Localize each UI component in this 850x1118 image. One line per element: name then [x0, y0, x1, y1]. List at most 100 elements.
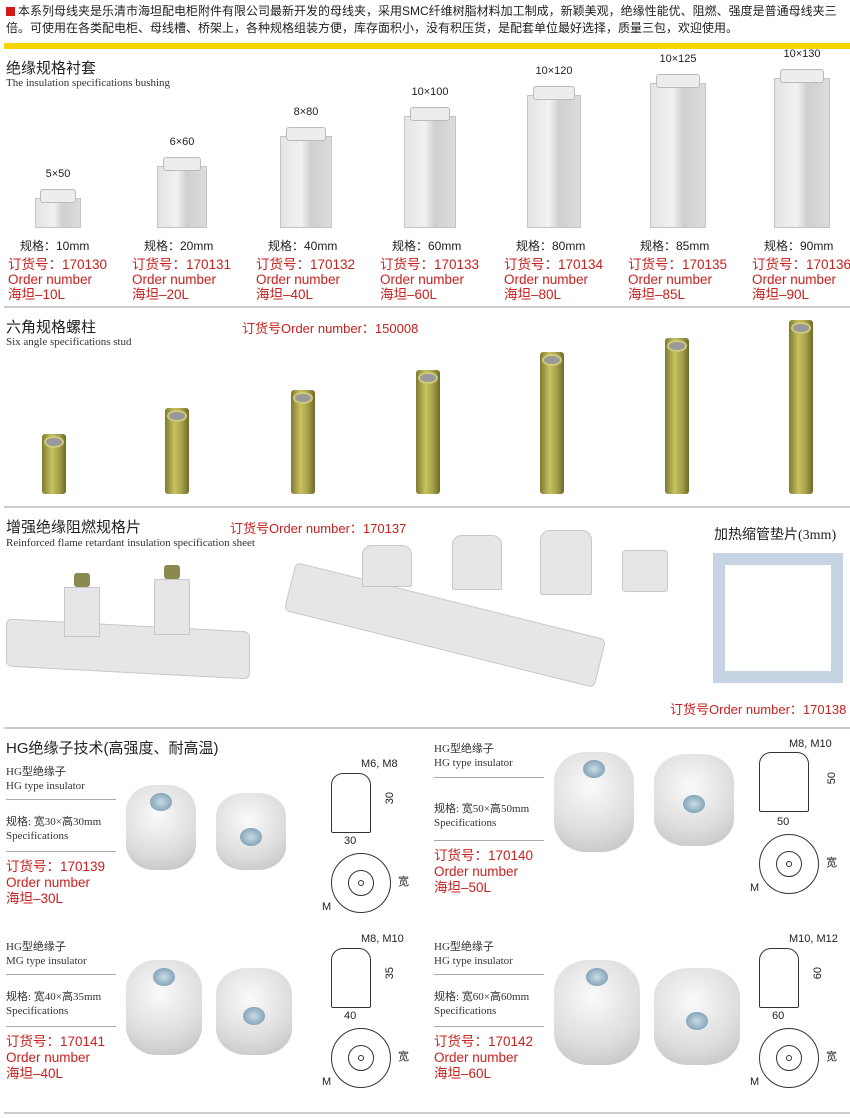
- width-dim: 60: [772, 1010, 785, 1022]
- insulator-photo-side: [654, 754, 734, 846]
- stud-image: [165, 408, 189, 494]
- bushing-order-number: 订货号：170133: [380, 257, 480, 272]
- stud-image: [42, 434, 66, 494]
- insulator-spec: 规格: 宽50×高50mm: [434, 803, 530, 815]
- bushing-spec: 规格：85mm: [640, 239, 710, 253]
- bushing-item: 规格：10mm 订货号：170130 Order number 海坦–10L: [8, 237, 126, 302]
- stud-image: [416, 370, 440, 494]
- insulator-order-number: 订货号：170142: [434, 1034, 534, 1049]
- bushing-item: 规格：90mm 订货号：170136 Order number 海坦–90L: [752, 237, 850, 302]
- insulator-order-number: 订货号：170140: [434, 848, 534, 863]
- bushing-size-label: 6×60: [169, 136, 195, 148]
- bushing-model: 海坦–10L: [8, 287, 66, 302]
- bushing-size-label: 8×80: [293, 106, 319, 118]
- sheet-assembly-image: [6, 565, 256, 705]
- wide-dim: 宽: [398, 876, 409, 888]
- bushing-image: [404, 107, 456, 228]
- divider: [4, 1112, 850, 1114]
- insulator-type-cn: HG型绝缘子: [434, 941, 494, 953]
- divider-bar: [4, 43, 850, 49]
- thread-m-label: M: [750, 1076, 760, 1088]
- insulator-photo-side: [216, 968, 292, 1055]
- thread-label: M8, M10: [789, 738, 832, 750]
- hg-insulator-card: HG型绝缘子 HG type insulator 规格: 宽60×高60mm S…: [434, 933, 849, 1105]
- bushing-order-label: Order number: [752, 272, 837, 287]
- insulator-spec-label: Specifications: [434, 1005, 497, 1017]
- insulator-photo: [126, 960, 202, 1055]
- insulator-order-number: 订货号：170141: [6, 1034, 106, 1049]
- bushing-model: 海坦–20L: [132, 287, 190, 302]
- bushing-spec: 规格：40mm: [268, 239, 338, 253]
- insulator-photo: [554, 960, 640, 1065]
- top-drawing: [759, 1028, 819, 1088]
- wide-dim: 宽: [826, 857, 837, 869]
- wide-dim: 宽: [826, 1051, 837, 1063]
- stud-image: [291, 390, 315, 494]
- bushing-size-label: 10×120: [535, 65, 573, 77]
- bushing-item: 规格：40mm 订货号：170132 Order number 海坦–40L: [256, 237, 374, 302]
- insulator-spec: 规格: 宽30×高30mm: [6, 816, 102, 828]
- side-drawing: [759, 752, 809, 812]
- bushing-model: 海坦–80L: [504, 287, 562, 302]
- thread-m-label: M: [322, 1076, 332, 1088]
- sheet-clip-image: [362, 545, 412, 587]
- insulator-photo-side: [216, 793, 286, 870]
- bushing-model: 海坦–90L: [752, 287, 810, 302]
- insulator-model: 海坦–50L: [434, 880, 492, 895]
- pad-title: 加热缩管垫片(3mm): [714, 528, 837, 543]
- stud-order-number: 订货号Order number：150008: [242, 321, 419, 336]
- stud-image: [789, 320, 813, 494]
- insulator-order-label: Order number: [6, 875, 91, 890]
- bushing-image: [35, 189, 81, 228]
- insulator-order-label: Order number: [434, 1050, 519, 1065]
- stud-title: 六角规格螺柱: [6, 319, 97, 336]
- bushing-size-label: 5×50: [45, 168, 71, 180]
- thread-label: M10, M12: [789, 933, 838, 945]
- height-dim: 30: [384, 792, 396, 805]
- insulator-spec-label: Specifications: [6, 830, 69, 842]
- insulator-type-en: HG type insulator: [434, 955, 513, 967]
- wide-dim: 宽: [398, 1051, 409, 1063]
- pad-image: [713, 553, 843, 683]
- sheet-clip-image: [622, 550, 668, 592]
- top-drawing: [331, 853, 391, 913]
- bushing-order-number: 订货号：170134: [504, 257, 604, 272]
- top-drawing: [331, 1028, 391, 1088]
- bushing-size-label: 10×125: [659, 53, 697, 65]
- width-dim: 50: [777, 816, 790, 828]
- bushing-order-number: 订货号：170131: [132, 257, 232, 272]
- bushing-order-label: Order number: [504, 272, 589, 287]
- pad-order-number: 订货号Order number：170138: [670, 702, 847, 717]
- insulator-order-label: Order number: [6, 1050, 91, 1065]
- insulator-type-cn: HG型绝缘子: [6, 766, 66, 778]
- hg-insulator-card: HG型绝缘子 MG type insulator 规格: 宽40×高35mm S…: [6, 933, 421, 1105]
- insulator-type-cn: HG型绝缘子: [434, 743, 494, 755]
- thread-m-label: M: [750, 882, 760, 894]
- bushing-order-label: Order number: [132, 272, 217, 287]
- divider: [4, 506, 850, 508]
- bushing-item: 规格：20mm 订货号：170131 Order number 海坦–20L: [132, 237, 250, 302]
- hg-title: HG绝缘子技术(高强度、耐高温): [6, 740, 219, 757]
- insulator-order-label: Order number: [434, 864, 519, 879]
- intro-text: 本系列母线夹是乐清市海坦配电柜附件有限公司最新开发的母线夹，采用SMC纤维树脂材…: [6, 4, 837, 35]
- bushing-item: 规格：60mm 订货号：170133 Order number 海坦–60L: [380, 237, 498, 302]
- bushing-image: [650, 74, 706, 228]
- thread-label: M8, M10: [361, 933, 404, 945]
- insulator-type-en: HG type insulator: [6, 780, 85, 792]
- insulator-model: 海坦–40L: [6, 1066, 64, 1081]
- insulator-model: 海坦–30L: [6, 891, 64, 906]
- bushing-spec: 规格：10mm: [20, 239, 90, 253]
- bushing-size-label: 10×130: [783, 48, 821, 60]
- height-dim: 35: [384, 967, 396, 980]
- insulator-type-en: HG type insulator: [434, 757, 513, 769]
- bushing-spec: 规格：80mm: [516, 239, 586, 253]
- bushing-item: 规格：85mm 订货号：170135 Order number 海坦–85L: [628, 237, 746, 302]
- insulator-spec: 规格: 宽60×高60mm: [434, 991, 530, 1003]
- insulator-type-cn: HG型绝缘子: [6, 941, 66, 953]
- height-dim: 50: [826, 772, 838, 785]
- bushing-item: 规格：80mm 订货号：170134 Order number 海坦–80L: [504, 237, 622, 302]
- insulator-spec-label: Specifications: [6, 1005, 69, 1017]
- bushing-model: 海坦–60L: [380, 287, 438, 302]
- sheet-clip-image: [452, 535, 502, 590]
- insulator-spec-label: Specifications: [434, 817, 497, 829]
